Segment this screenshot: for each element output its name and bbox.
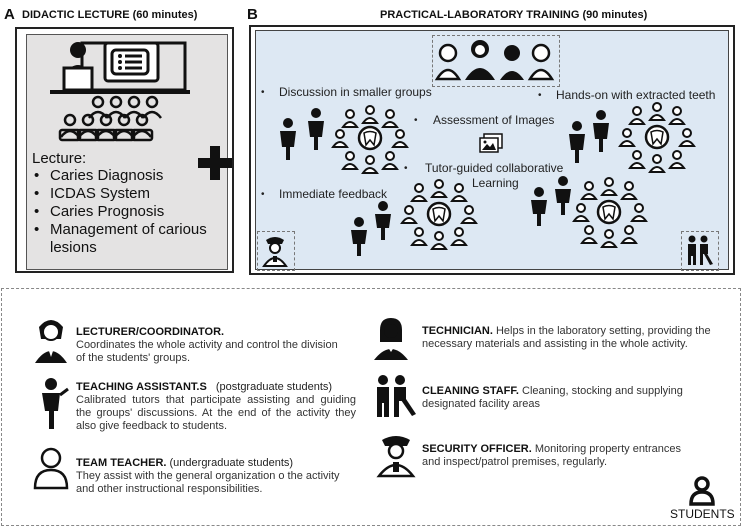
staff-group-box (432, 35, 560, 87)
student-icon (689, 476, 715, 506)
legend-security: SECURITY OFFICER. Monitoring property en… (422, 443, 702, 469)
cleaning-staff-legend-icon (377, 375, 416, 417)
security-icon-box (257, 231, 295, 271)
legend-assistant: TEACHING ASSISTANT.S (postgraduate stude… (76, 381, 356, 433)
technician-icon (374, 318, 408, 360)
legend-team-teacher: TEAM TEACHER. (undergraduate students) T… (76, 457, 356, 496)
legend-lecturer: LECTURER/COORDINATOR. Coordinates the wh… (76, 326, 346, 365)
lecture-topic: Management of carious lesions (32, 221, 230, 257)
lecture-topic: ICDAS System (32, 185, 230, 203)
teaching-assistant-icon (42, 378, 69, 429)
activity-assessment: Assessment of Images (433, 113, 555, 127)
legend-assistant-note: (postgraduate students) (215, 381, 333, 393)
legend-cleaning: CLEANING STAFF. Cleaning, stocking and s… (422, 385, 702, 411)
panel-a-title: DIDACTIC LECTURE (60 minutes) (22, 9, 198, 21)
bullet-dot: • (538, 90, 542, 101)
panel-b-label: B (247, 6, 258, 23)
activity-tutor-guided-2: Learning (472, 176, 519, 190)
cleaning-icon-box (681, 231, 719, 271)
lecturer-icon (35, 320, 67, 363)
lecture-heading: Lecture: (32, 150, 87, 167)
legend-assistant-desc: Calibrated tutors that participate assis… (76, 394, 356, 432)
bullet-dot: • (261, 189, 265, 200)
legend-cleaning-title: CLEANING STAFF. (422, 385, 519, 397)
legend-technician-desc: Helps in the laboratory setting, providi… (422, 325, 711, 350)
activity-hands-on: Hands-on with extracted teeth (556, 88, 716, 102)
bullet-dot: • (414, 115, 418, 126)
legend-security-desc: Monitoring property entrances and inspec… (422, 443, 682, 468)
bullet-dot: • (404, 163, 408, 174)
activity-tutor-guided: Tutor-guided collaborative (425, 161, 564, 175)
lecture-topic-list: Caries Diagnosis ICDAS System Caries Pro… (32, 167, 230, 257)
security-officer-icon (262, 237, 288, 267)
legend-frame (1, 288, 741, 526)
study-group-2 (569, 102, 696, 173)
study-group-1 (280, 105, 409, 174)
plus-icon (198, 146, 232, 180)
legend-team-teacher-title: TEAM TEACHER. (76, 457, 167, 469)
staff-group-icon (434, 40, 555, 81)
lecture-hall-icon (50, 41, 190, 142)
legend-technician: TECHNICIAN. Helps in the laboratory sett… (422, 325, 717, 351)
legend-team-teacher-note: (undergraduate students) (169, 457, 294, 469)
activity-discussion: Discussion in smaller groups (279, 85, 432, 99)
legend-team-teacher-desc: They assist with the general organizatio… (76, 470, 340, 495)
legend-assistant-title: TEACHING ASSISTANT.S (76, 381, 207, 393)
study-group-3 (351, 179, 478, 256)
security-officer-legend-icon (376, 436, 416, 478)
legend-security-title: SECURITY OFFICER. (422, 443, 532, 455)
panel-b-title: PRACTICAL-LABORATORY TRAINING (90 minute… (380, 9, 648, 21)
students-label: STUDENTS (670, 507, 735, 521)
cleaning-staff-icon (688, 235, 713, 265)
panel-a-label: A (4, 6, 15, 23)
team-teacher-icon (33, 447, 69, 490)
legend-lecturer-title: LECTURER/COORDINATOR. (76, 326, 225, 338)
bullet-dot: • (261, 87, 265, 98)
legend-technician-title: TECHNICIAN. (422, 325, 493, 337)
lecture-topic: Caries Diagnosis (32, 167, 230, 185)
activity-feedback: Immediate feedback (279, 187, 388, 201)
legend-lecturer-desc: Coordinates the whole activity and contr… (76, 339, 338, 364)
legend-cleaning-desc: Cleaning, stocking and supplying designa… (422, 385, 683, 410)
image-icon (479, 133, 503, 153)
study-group-4 (531, 176, 648, 248)
lecture-topic: Caries Prognosis (32, 203, 230, 221)
